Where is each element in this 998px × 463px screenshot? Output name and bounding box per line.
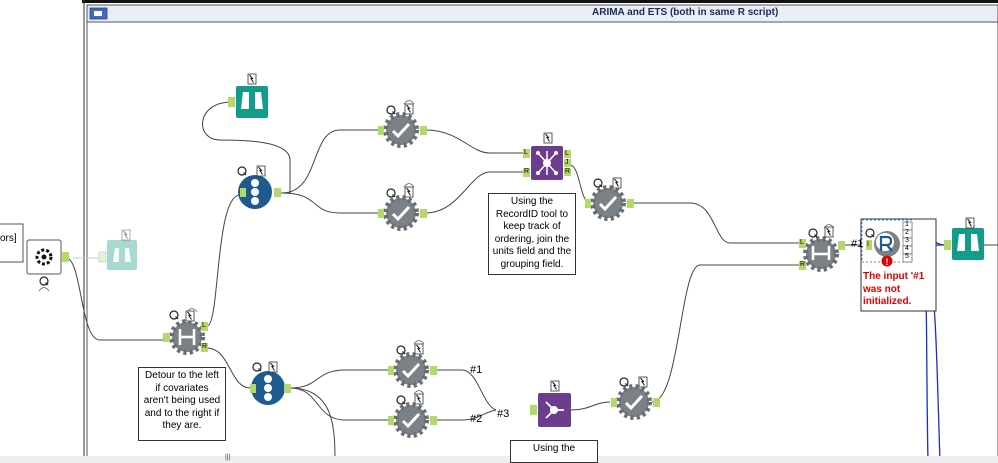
r-output-anchors[interactable] <box>902 221 913 263</box>
status-grip[interactable]: ||| <box>225 454 231 461</box>
anchor-left-label: L <box>202 322 206 329</box>
left-tool-box[interactable] <box>0 223 24 263</box>
join-out-left-label: L <box>565 150 569 157</box>
browse-tool-right[interactable] <box>944 217 984 260</box>
append-tool[interactable] <box>799 224 845 271</box>
r-out-4-label: 4 <box>905 245 909 252</box>
container-title: ARIMA and ETS (both in same R script) <box>592 7 779 18</box>
union-tool[interactable] <box>530 380 571 427</box>
wire-label-hash3: #3 <box>497 408 510 420</box>
join-out-join-label: J <box>565 159 569 166</box>
macro-input-tool[interactable] <box>26 239 69 292</box>
append-right-label: R <box>800 261 806 268</box>
status-bar <box>0 456 998 463</box>
r-input-anchor-label: I <box>867 241 869 248</box>
join-out-right-label: R <box>565 168 571 175</box>
formula-tool-2[interactable] <box>378 183 427 229</box>
bottom-annotation: Using the <box>510 440 598 463</box>
canvas-top-edge <box>82 0 998 3</box>
join-tool[interactable] <box>523 132 571 180</box>
r-out-3-label: 3 <box>905 237 909 244</box>
wire-label-hash1: #1 <box>470 364 483 376</box>
r-out-5-label: 5 <box>905 253 909 260</box>
formula-tool-1[interactable] <box>378 100 427 146</box>
r-out-2-label: 2 <box>905 229 909 236</box>
wire-label-hash2: #2 <box>470 413 483 425</box>
formula-tool-4[interactable] <box>388 340 437 386</box>
container-collapse-icon[interactable] <box>89 7 108 20</box>
join-left-anchor-label: L <box>524 149 528 156</box>
join-right-anchor-label: R <box>524 168 530 175</box>
r-tool-error-message: The input '#1 was not initialized. <box>863 271 925 307</box>
formula-tool-5[interactable] <box>388 390 437 436</box>
formula-tool-6[interactable] <box>611 376 660 417</box>
r-tool[interactable]: ! <box>860 218 937 312</box>
formula-tool-3[interactable] <box>585 177 634 218</box>
append-left-label: L <box>800 239 804 246</box>
tile-tool-1[interactable] <box>237 165 281 209</box>
detour-annotation: Detour to the left if covariates aren't … <box>138 367 226 441</box>
r-input-wire-label: #1 <box>851 238 864 250</box>
error-icon <box>881 255 893 267</box>
left-tool-label: ors] <box>0 233 17 244</box>
r-out-1-label: 1 <box>905 221 909 228</box>
browse-tool-top[interactable] <box>228 73 268 118</box>
detour-tool[interactable] <box>163 308 208 353</box>
svg-text:!: ! <box>886 257 889 267</box>
browse-tool-disabled[interactable] <box>98 229 137 270</box>
anchor-right-label: R <box>202 343 208 350</box>
recordid-annotation: Using the RecordID tool to keep track of… <box>488 193 576 275</box>
connection-wires <box>65 101 870 463</box>
tile-tool-2[interactable] <box>250 361 291 405</box>
